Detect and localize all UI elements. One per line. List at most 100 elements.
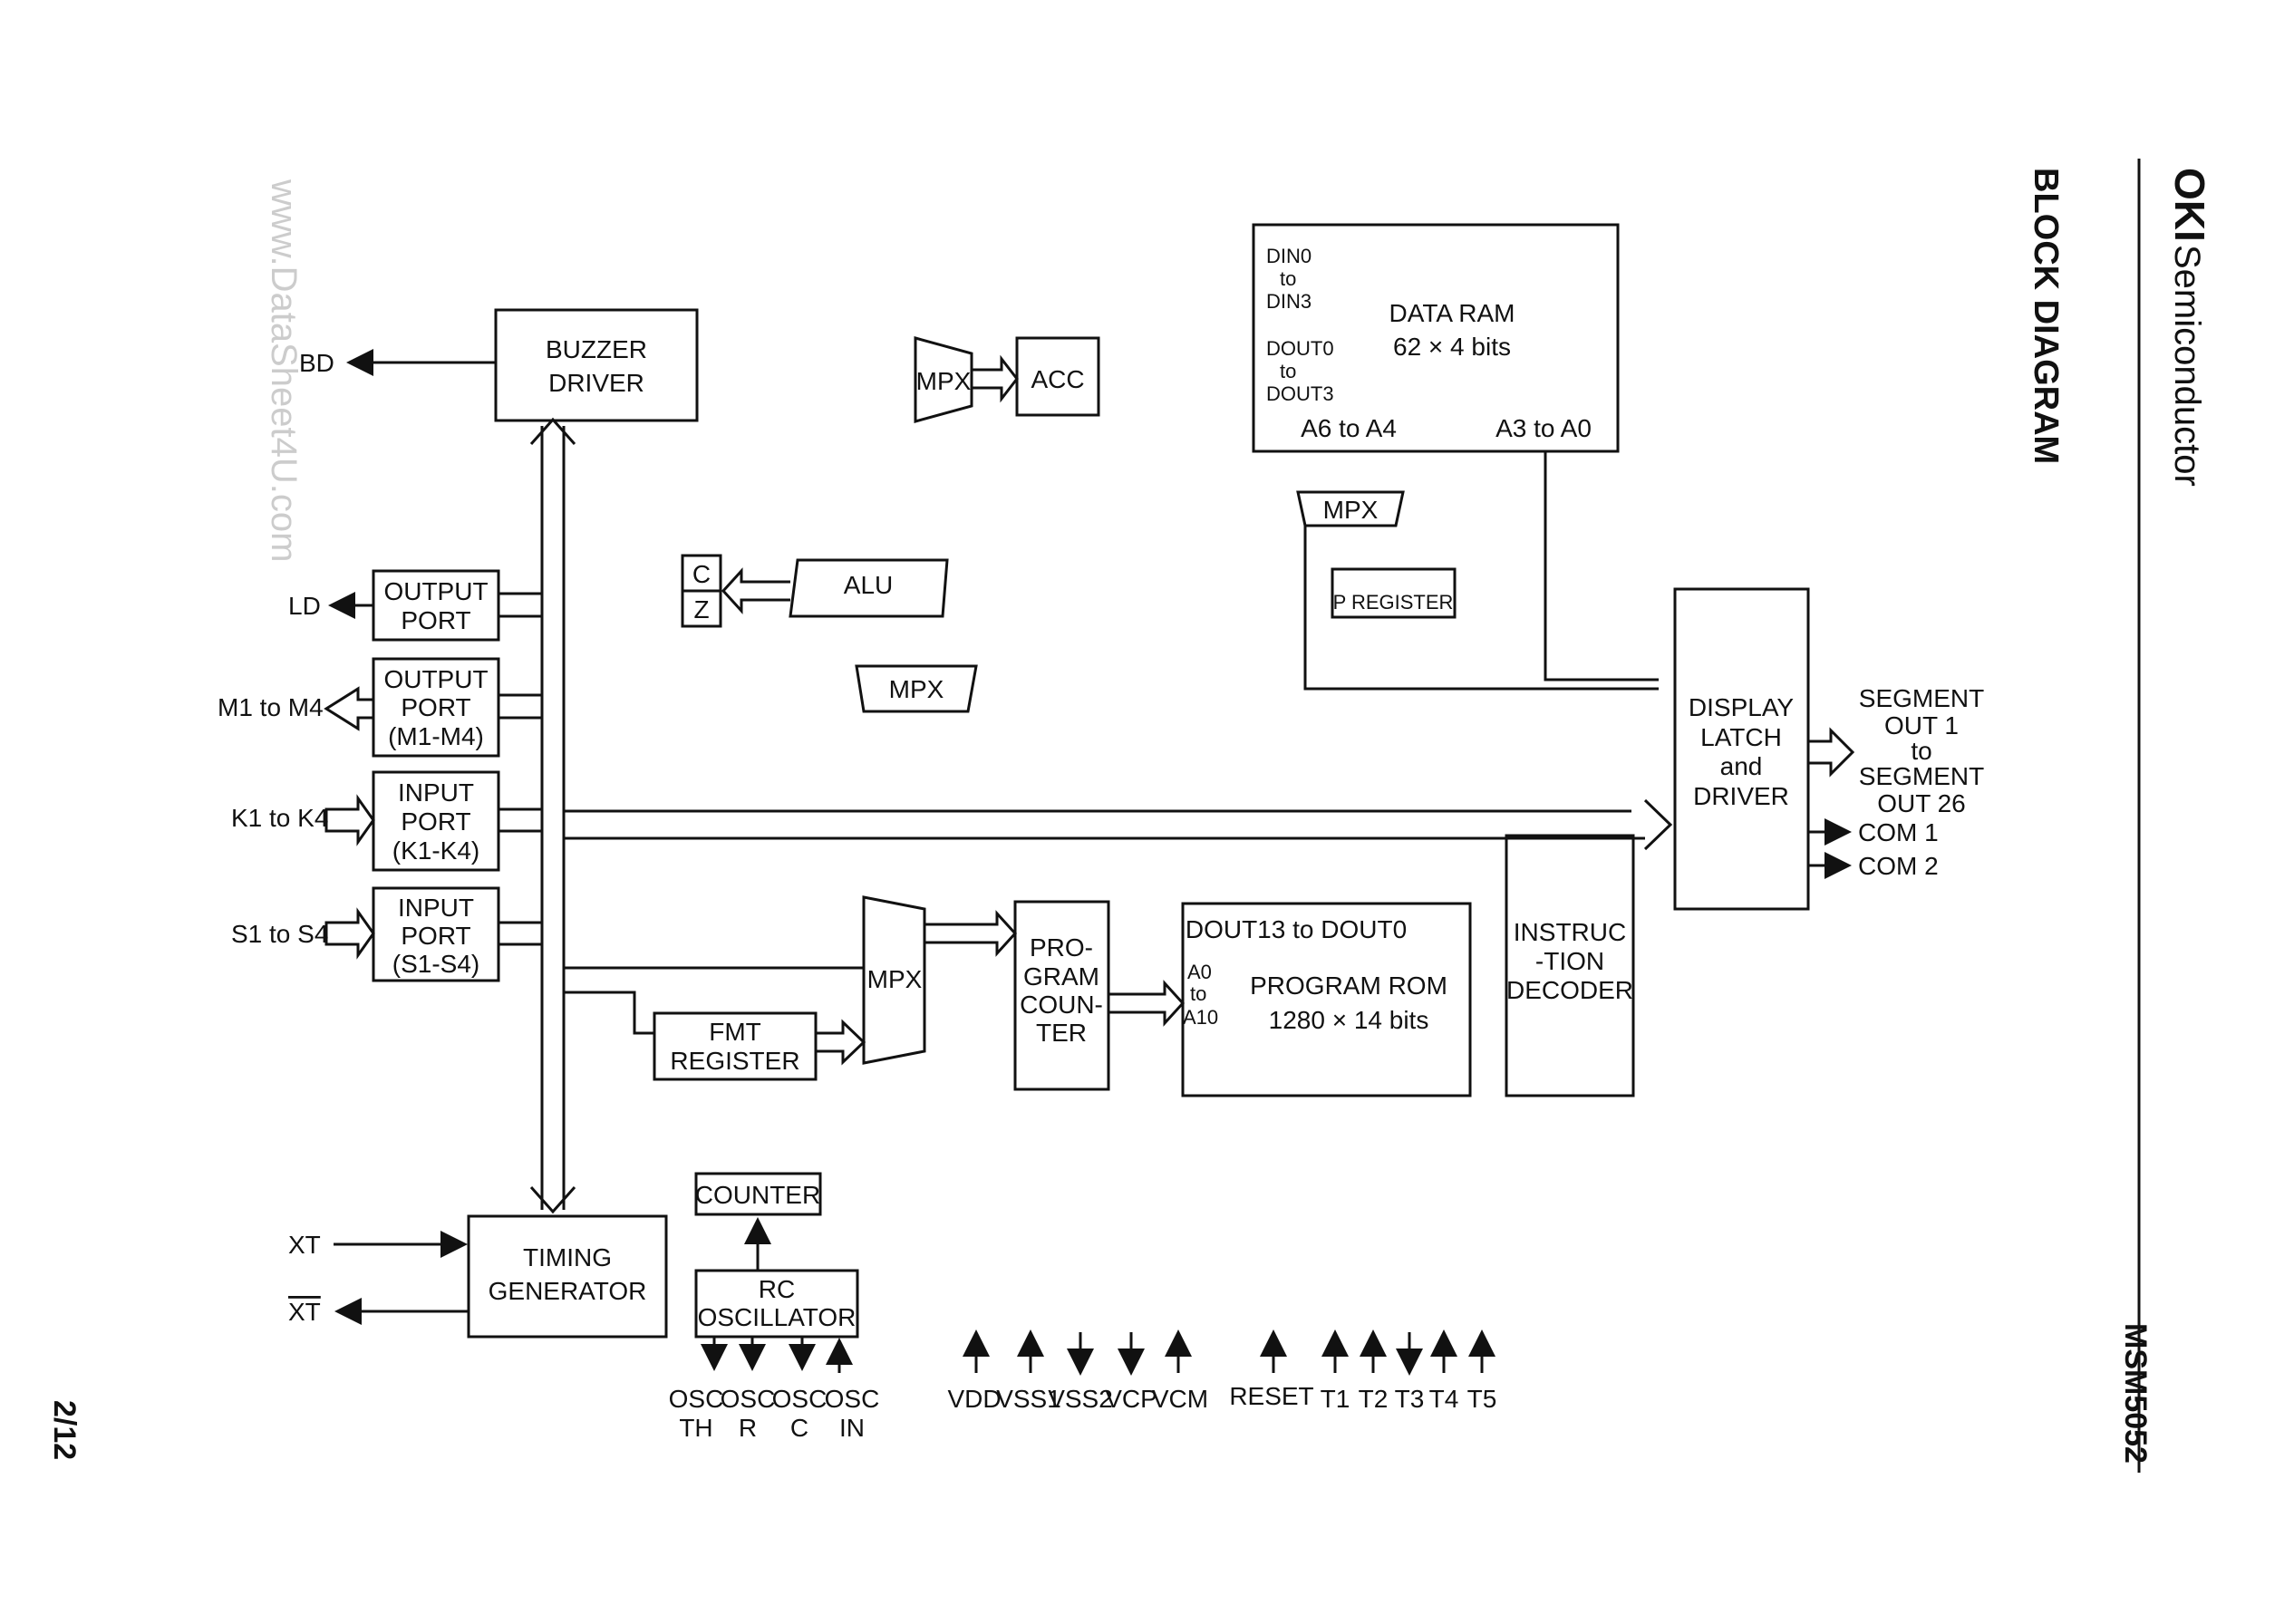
svg-text:VCP: VCP [1105, 1385, 1157, 1413]
data-ram-addr-hi: A6 to A4 [1301, 414, 1397, 442]
dout-label: to [1280, 360, 1296, 382]
rc-oscillator [694, 1269, 859, 1339]
output-port-label: OUTPUT [383, 577, 488, 605]
segment-label: OUT 1 [1884, 711, 1959, 740]
pc-to-rom [1108, 980, 1186, 1027]
mpx-to-acc [972, 354, 1019, 403]
input-port-s-label: PORT [401, 922, 470, 950]
svg-text:VCM: VCM [1152, 1385, 1208, 1413]
program-rom-title: PROGRAM ROM [1250, 972, 1447, 1000]
left-bus-top-arrow [529, 417, 576, 445]
ram-to-latch-1 [1303, 526, 1659, 691]
output-port-m-label: PORT [401, 693, 470, 721]
rom-addr-label: A0 [1187, 961, 1212, 983]
svg-text:T5: T5 [1467, 1385, 1497, 1413]
p-register-label: P REGISTER [1333, 591, 1454, 614]
program-counter-label: PRO- [1030, 933, 1093, 962]
k-bus-arrow [324, 794, 375, 846]
rom-addr-label: to [1190, 982, 1206, 1005]
power-pins: VDD VSS1 VSS2 VCP VCM [947, 1329, 1208, 1413]
fmt-register [653, 1011, 818, 1081]
svg-text:VSS2: VSS2 [1048, 1385, 1113, 1413]
bus-k [498, 807, 542, 833]
bus-to-m [498, 693, 542, 720]
svg-text:IN: IN [839, 1414, 865, 1442]
buzzer-driver-label: BUZZER [546, 335, 647, 363]
ram-to-latch-2 [1544, 451, 1659, 682]
input-port-s-label: (S1-S4) [392, 950, 479, 978]
alu-label: ALU [844, 571, 893, 599]
m-label: M1 to M4 [218, 693, 324, 721]
segment-label: to [1911, 737, 1931, 765]
ram-addr-mpx [1296, 490, 1405, 527]
program-counter-label: COUN- [1020, 991, 1103, 1019]
output-port-m-label: (M1-M4) [388, 722, 484, 750]
instruction-decoder-label: DECODER [1506, 976, 1633, 1004]
acc-mpx [914, 336, 973, 423]
display-latch-driver [1673, 587, 1810, 911]
segment-label: SEGMENT [1859, 684, 1984, 712]
program-rom [1181, 902, 1472, 1097]
data-ram [1252, 223, 1620, 453]
svg-text:T3: T3 [1395, 1385, 1425, 1413]
bus-s [498, 921, 542, 946]
dout-label: DOUT3 [1266, 382, 1334, 405]
mpx-label: MPX [916, 367, 972, 395]
segment-label: SEGMENT [1859, 762, 1984, 790]
svg-text:T4: T4 [1429, 1385, 1459, 1413]
acc [1015, 336, 1100, 417]
svg-text:OSC: OSC [772, 1385, 828, 1413]
counter [694, 1172, 822, 1216]
ld-label: LD [288, 592, 321, 620]
data-ram-size: 62 × 4 bits [1393, 333, 1511, 361]
oki-logo: OKI [2166, 168, 2213, 242]
mpx-label: MPX [867, 965, 923, 993]
acc-label: ACC [1031, 365, 1084, 393]
left-bus-bottom-arrow [529, 1186, 576, 1214]
com1-label: COM 1 [1858, 818, 1939, 846]
instruction-decoder-label: -TION [1535, 947, 1604, 975]
svg-text:T2: T2 [1359, 1385, 1389, 1413]
svg-text:VDD: VDD [947, 1385, 1001, 1413]
alu-to-flags [721, 567, 790, 614]
output-port-label: PORT [401, 606, 470, 634]
input-port-k [372, 770, 500, 872]
alu-mpx [855, 664, 978, 713]
svg-text:RESET: RESET [1229, 1382, 1313, 1410]
carry-flag: C [692, 560, 711, 588]
svg-text:VSS1: VSS1 [996, 1385, 1061, 1413]
p-register [1331, 567, 1457, 619]
data-ram-title: DATA RAM [1389, 299, 1515, 327]
rom-dout-label: DOUT13 to DOUT0 [1186, 915, 1407, 943]
mpx-label: MPX [889, 675, 944, 703]
page-number: 2/12 [47, 1400, 82, 1460]
svg-text:OSC: OSC [669, 1385, 724, 1413]
fmt-register-label: FMT [709, 1018, 761, 1046]
din-label: to [1280, 267, 1296, 290]
bus-to-fmt [564, 991, 654, 1035]
main-data-bus [564, 809, 1645, 840]
buzzer-driver [494, 308, 699, 422]
program-counter-label: TER [1036, 1019, 1087, 1047]
section-title: BLOCK DIAGRAM [2027, 168, 2065, 464]
program-counter [1013, 900, 1110, 1091]
s-bus-arrow [324, 907, 375, 960]
input-port-s-label: INPUT [398, 894, 474, 922]
input-port-s [372, 886, 500, 982]
display-latch-label: LATCH [1700, 723, 1782, 751]
input-port-k-label: INPUT [398, 778, 474, 807]
segment-label: OUT 26 [1877, 789, 1966, 817]
osc-pins: OSC TH OSC R OSC C OSC IN [669, 1337, 879, 1442]
bus-to-ld [498, 592, 542, 618]
zero-flag: Z [693, 595, 709, 624]
timing-generator [467, 1214, 668, 1339]
xt-label: XT [288, 1231, 321, 1259]
fmt-to-mpx [816, 1019, 866, 1066]
instruction-decoder-label: INSTRUC [1514, 918, 1626, 946]
m-bus-arrow [324, 686, 373, 731]
svg-text:OSC: OSC [721, 1385, 776, 1413]
alu [789, 558, 949, 618]
display-latch-label: DISPLAY [1689, 693, 1795, 721]
fmt-register-label: REGISTER [670, 1047, 799, 1075]
